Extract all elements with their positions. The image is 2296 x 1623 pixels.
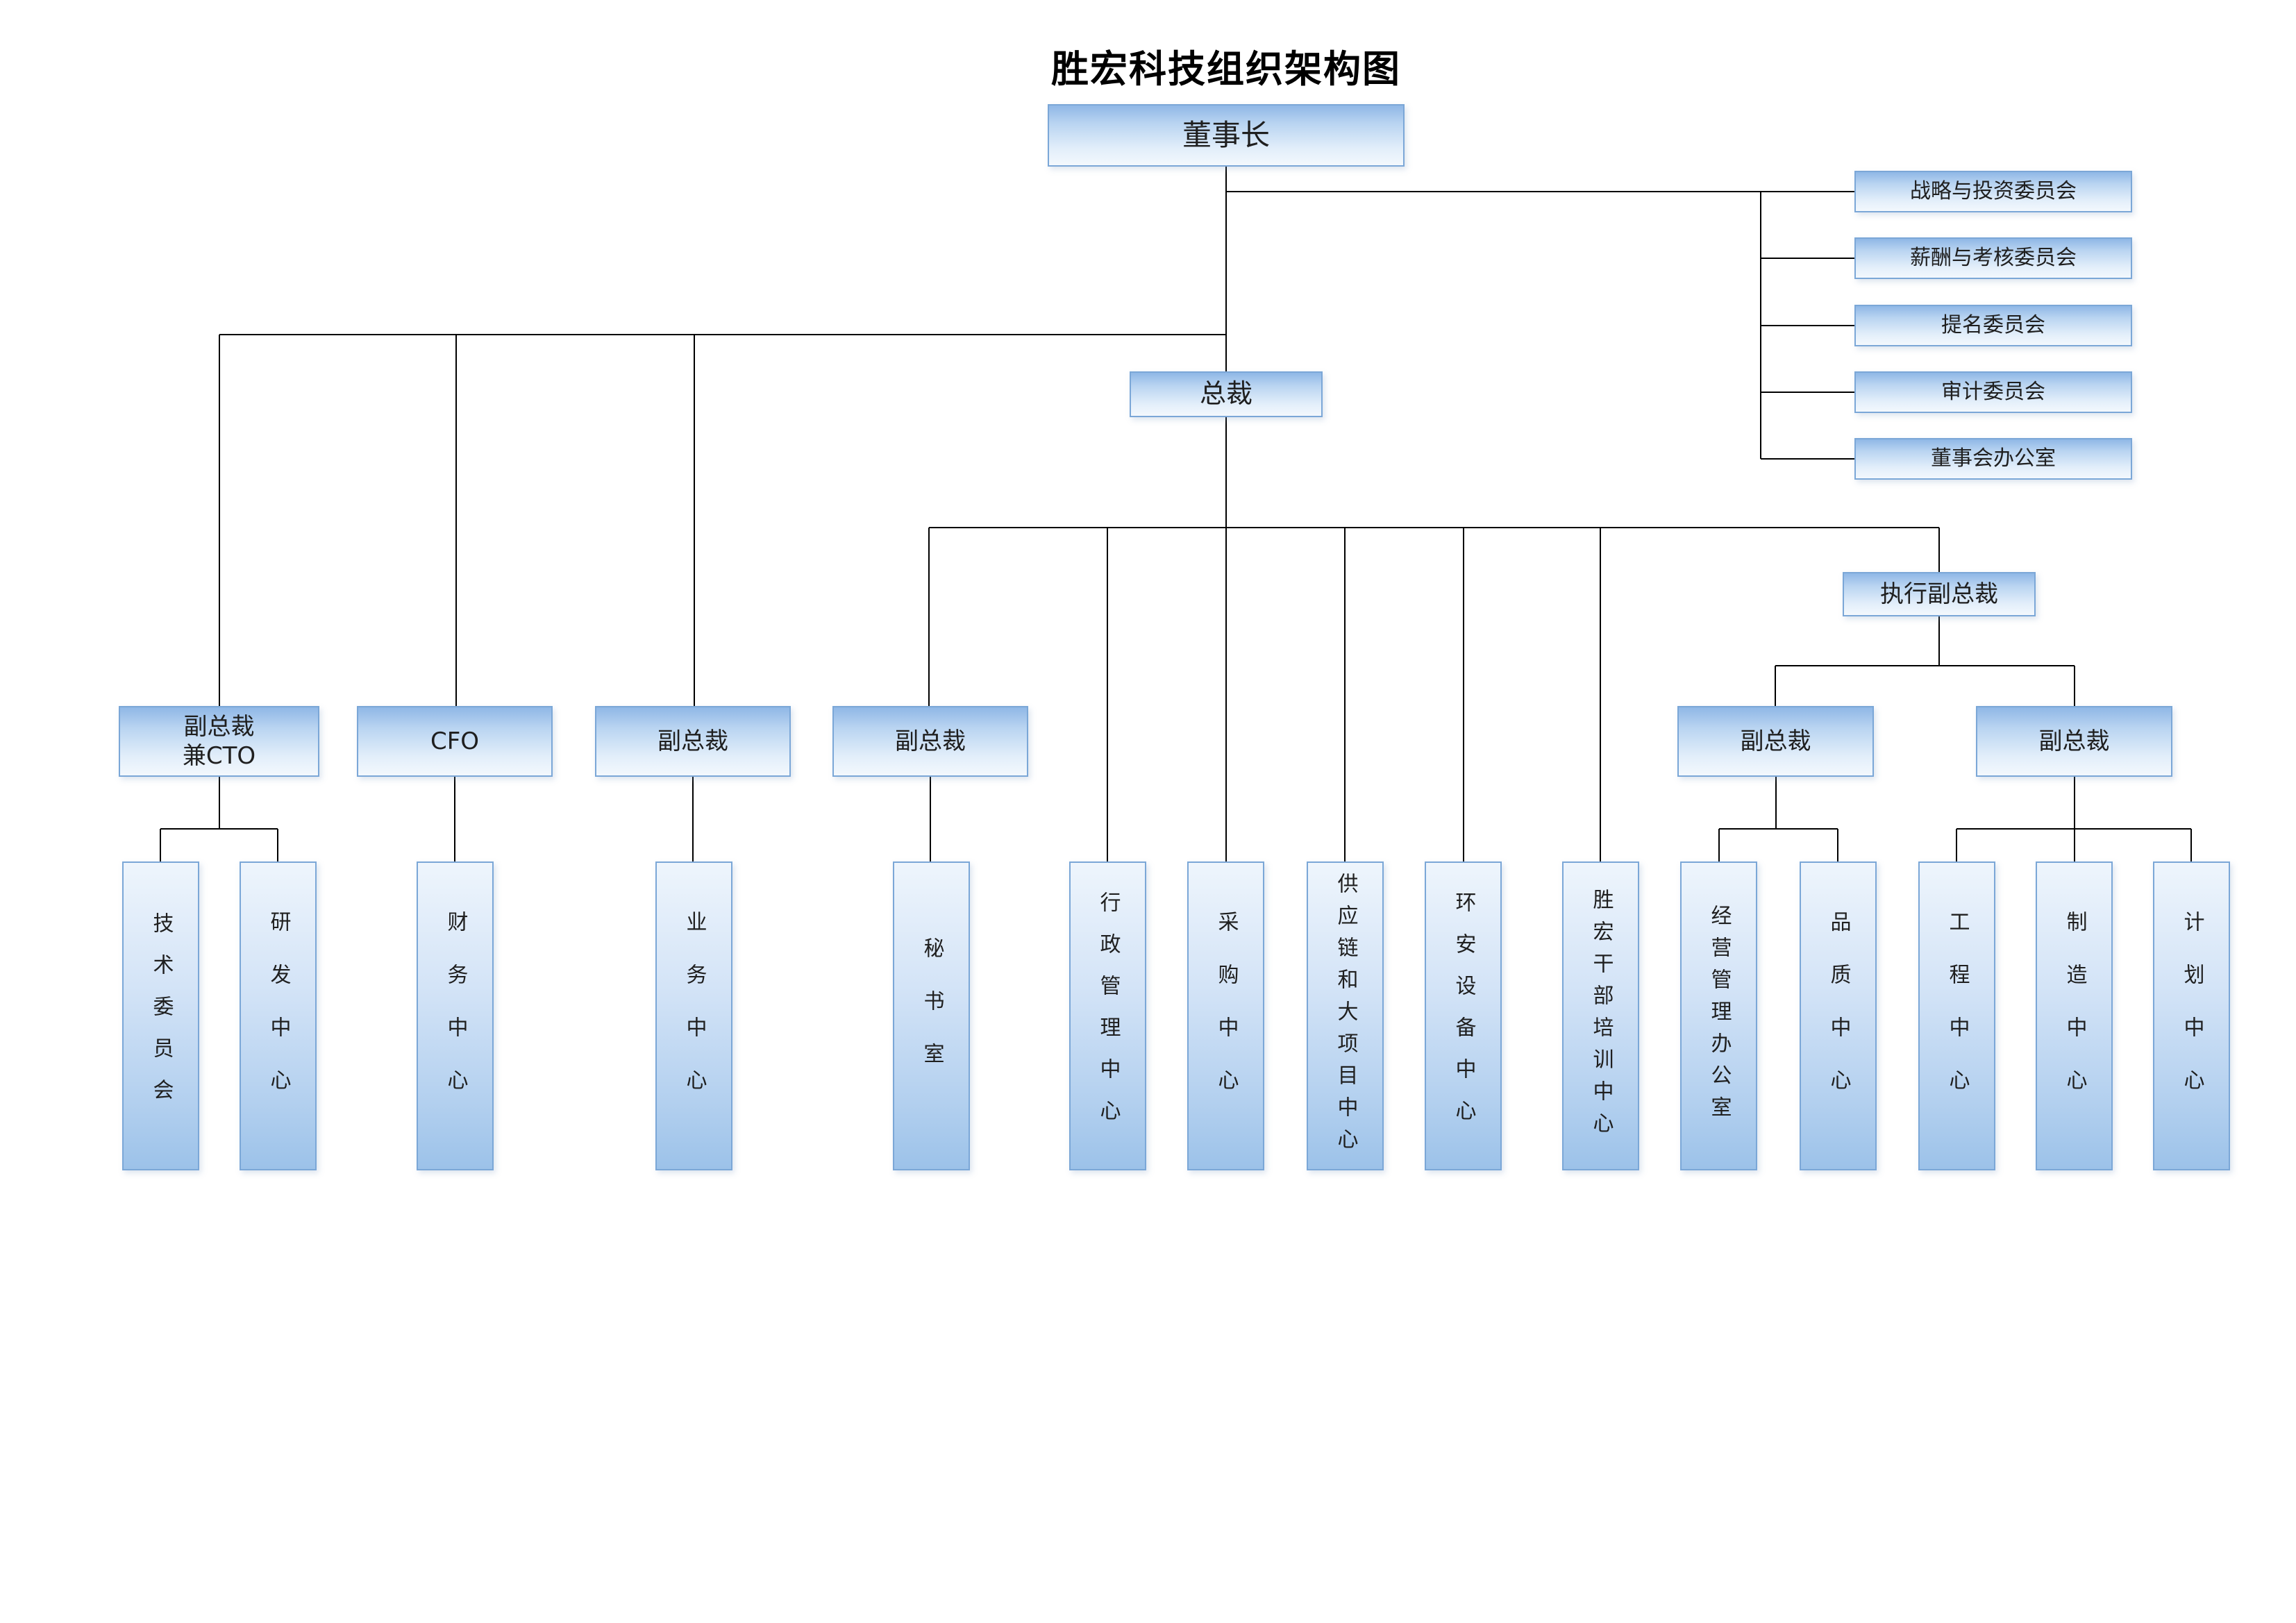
node-engineering-center: 工程中心 [1918, 861, 1995, 1170]
node-vp-manufacturing: 副总裁 [1976, 706, 2172, 777]
node-president: 总裁 [1130, 371, 1323, 417]
node-secretary-office: 秘书室 [893, 861, 970, 1170]
node-vp-operations: 副总裁 [1677, 706, 1874, 777]
node-planning-center: 计划中心 [2153, 861, 2230, 1170]
node-procurement-center: 采购中心 [1187, 861, 1264, 1170]
node-tech-committee: 技术委员会 [122, 861, 199, 1170]
node-quality-center: 品质中心 [1800, 861, 1877, 1170]
node-executive-vp: 执行副总裁 [1843, 572, 2036, 616]
node-audit-committee: 审计委员会 [1854, 371, 2132, 413]
node-board-office: 董事会办公室 [1854, 438, 2132, 480]
node-admin-mgmt-center: 行政管理中心 [1069, 861, 1146, 1170]
node-operation-mgmt-office: 经营管理办公室 [1680, 861, 1757, 1170]
node-supply-chain-big-project-center: 供应链和大项目中心 [1307, 861, 1384, 1170]
node-cadre-training-center: 胜宏干部培训中心 [1562, 861, 1639, 1170]
node-finance-center: 财务中心 [417, 861, 494, 1170]
page-title: 胜宏科技组织架构图 [1051, 47, 1401, 91]
node-strategy-investment-committee: 战略与投资委员会 [1854, 171, 2132, 212]
node-business-center: 业务中心 [655, 861, 732, 1170]
node-ehs-equipment-center: 环安设备中心 [1425, 861, 1502, 1170]
node-vp-business: 副总裁 [595, 706, 791, 777]
node-chairman: 董事长 [1048, 104, 1405, 167]
node-vp-cto: 副总裁 兼CTO [119, 706, 319, 777]
node-vp-secretary: 副总裁 [832, 706, 1028, 777]
node-nomination-committee: 提名委员会 [1854, 305, 2132, 346]
node-manufacturing-center: 制造中心 [2036, 861, 2113, 1170]
node-compensation-assessment-committee: 薪酬与考核委员会 [1854, 237, 2132, 279]
node-cfo: CFO [357, 706, 553, 777]
node-rd-center: 研发中心 [240, 861, 317, 1170]
